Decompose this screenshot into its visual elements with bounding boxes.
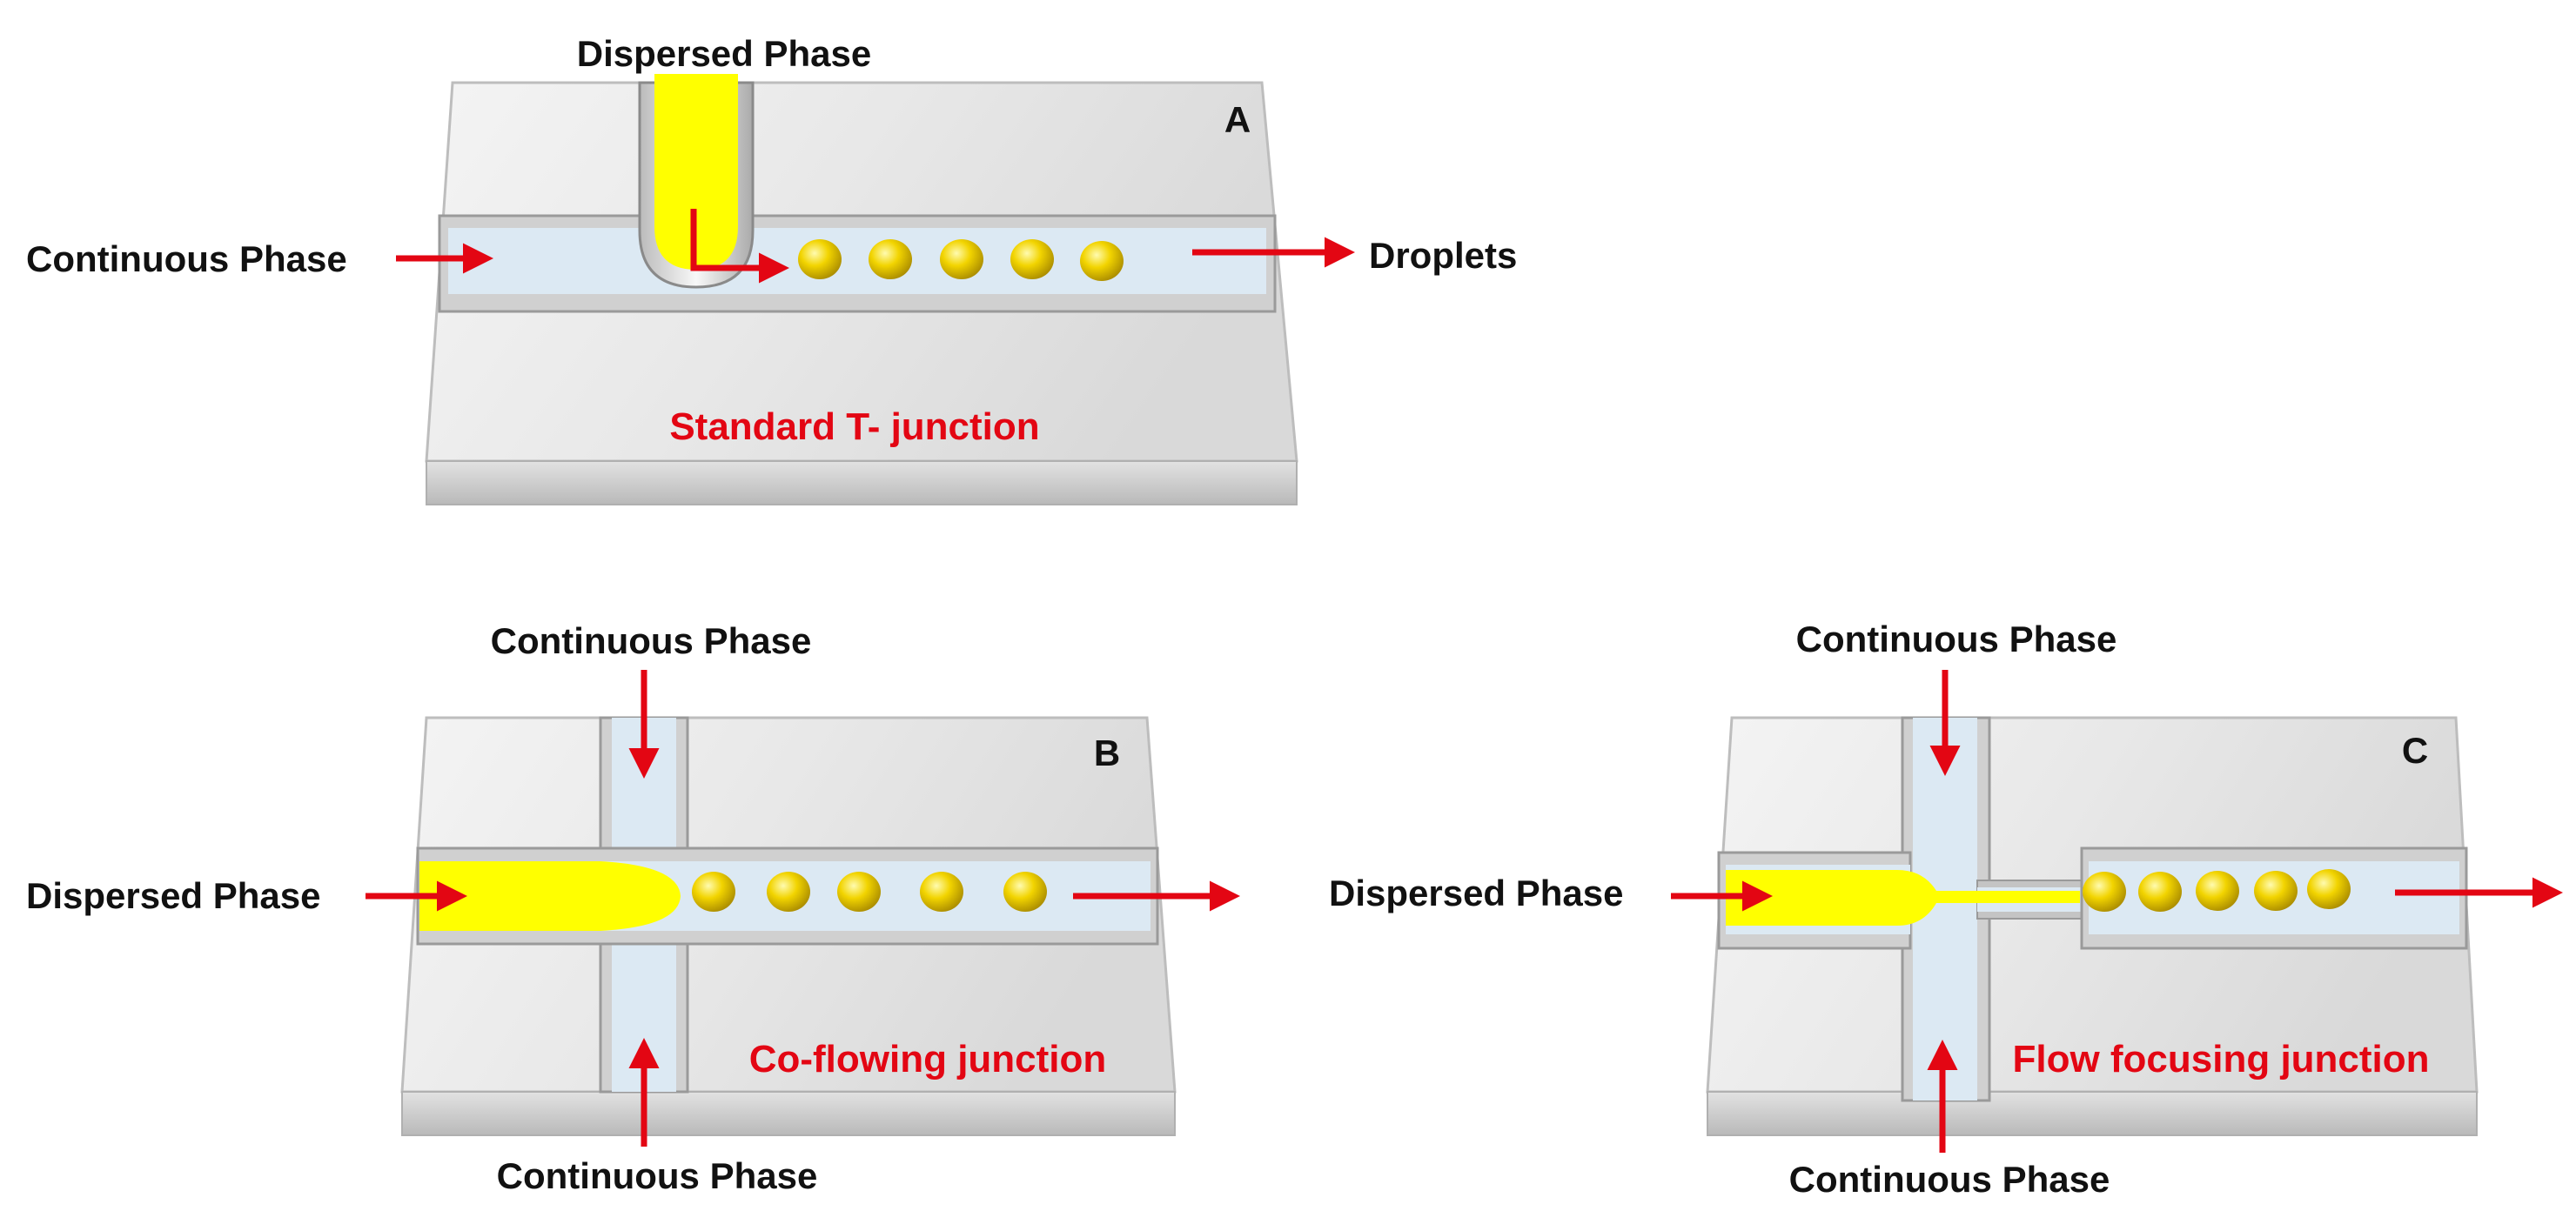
panel-b-letter: B: [1094, 733, 1120, 773]
droplet-icon: [920, 872, 963, 912]
panel-c-caption: Flow focusing junction: [2012, 1038, 2429, 1080]
panel-c-left-label: Dispersed Phase: [1329, 873, 1624, 913]
panel-a-channel: [448, 228, 1266, 294]
panel-a-dispersed-fluid: [654, 74, 738, 270]
droplet-icon: [1080, 241, 1124, 281]
panel-b-droplets: [692, 872, 1047, 912]
panel-c-letter: C: [2402, 730, 2428, 771]
panel-a-left-label: Continuous Phase: [26, 238, 347, 279]
droplet-icon: [2083, 872, 2126, 912]
panel-c: Continuous Phase Dispersed Phase Continu…: [1329, 619, 2563, 1200]
panel-b-top-label: Continuous Phase: [491, 620, 812, 661]
droplet-icon: [1010, 239, 1054, 279]
panel-c-bottom-label: Continuous Phase: [1789, 1159, 2110, 1200]
droplet-icon: [837, 872, 881, 912]
panel-a-top-label: Dispersed Phase: [577, 33, 872, 74]
panel-a-letter: A: [1224, 99, 1251, 140]
panel-b: Continuous Phase Dispersed Phase Continu…: [26, 620, 1240, 1196]
droplet-icon: [692, 872, 735, 912]
panel-b-bottom-label: Continuous Phase: [497, 1155, 818, 1196]
droplet-icon: [2254, 871, 2298, 911]
droplet-icon: [798, 239, 842, 279]
panel-c-droplets: [2083, 869, 2351, 912]
droplet-icon: [940, 239, 983, 279]
panel-a-right-label: Droplets: [1369, 235, 1517, 276]
droplet-icon: [869, 239, 912, 279]
panel-c-top-label: Continuous Phase: [1796, 619, 2117, 659]
panel-a: Dispersed Phase Continuous Phase Droplet…: [26, 33, 1517, 505]
panel-b-left-label: Dispersed Phase: [26, 875, 321, 916]
panel-a-caption: Standard T- junction: [669, 405, 1039, 448]
panel-a-droplets: [798, 239, 1124, 281]
panel-a-chip-front: [426, 460, 1298, 505]
droplet-icon: [2138, 872, 2182, 912]
panel-b-chip-front: [401, 1091, 1176, 1136]
panel-c-chip-front: [1707, 1091, 2478, 1136]
panel-b-dispersed-jet: [419, 861, 681, 931]
droplet-icon: [1003, 872, 1047, 912]
droplet-icon: [2307, 869, 2351, 909]
droplet-icon: [767, 872, 810, 912]
droplet-icon: [2196, 871, 2239, 911]
panel-c-dispersed-thread: [1726, 870, 2080, 926]
panel-a-inner-arrow: [690, 209, 789, 284]
panel-b-caption: Co-flowing junction: [749, 1038, 1107, 1080]
